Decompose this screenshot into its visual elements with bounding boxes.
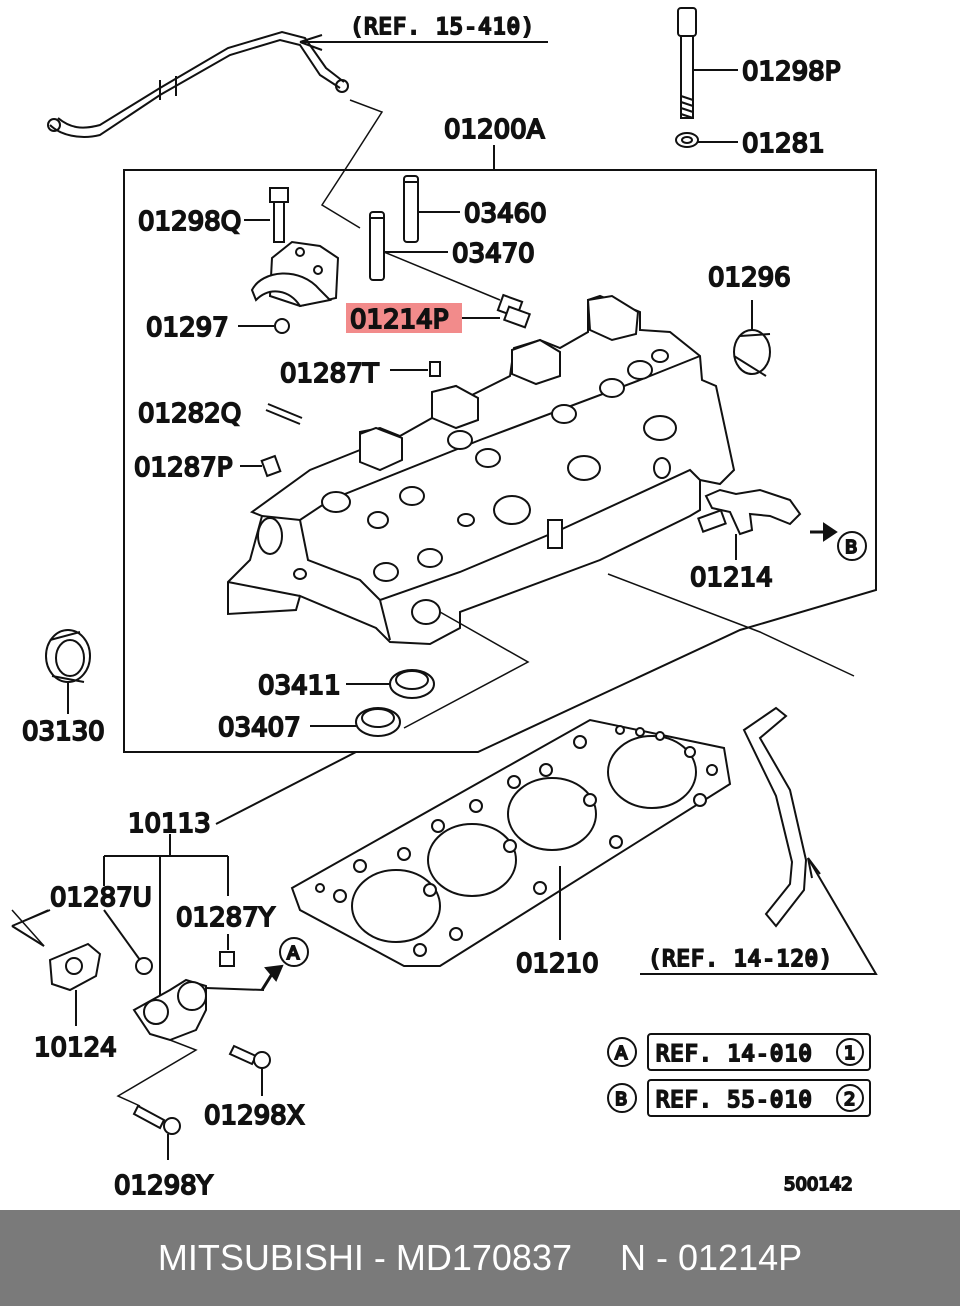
ref-14-120-label: (REF. 14-120) [648, 947, 833, 972]
cylinder-head-icon [227, 294, 736, 646]
legend-b-number: 2 [844, 1089, 855, 1110]
cylinder-head-frame [123, 169, 877, 753]
part-label-01287P: 01287P [134, 453, 232, 483]
part-label-01298Q: 01298Q [138, 207, 241, 237]
part-label-01298Y: 01298Y [114, 1171, 213, 1201]
water-outlet-icon [132, 978, 207, 1042]
plug-y-icon [219, 951, 235, 967]
seal-plug-icon [733, 329, 771, 377]
connector-fitting-icon [496, 293, 532, 329]
part-label-01287T: 01287T [280, 359, 379, 389]
oil-pipe-icon [47, 30, 349, 138]
cap-bolt-icon [269, 187, 289, 243]
part-label-01298X: 01298X [204, 1101, 305, 1131]
plug-icon [429, 361, 441, 377]
marker-a-circle [279, 937, 309, 967]
head-gasket-icon [290, 718, 732, 967]
part-label-03130: 03130 [22, 717, 105, 747]
camshaft-cap-icon [250, 240, 340, 308]
footer-part-number: MD170837 [395, 1237, 572, 1278]
diagram-code: 500142 [784, 1174, 853, 1195]
parts-diagram: (REF. 15-410) 01298P 01281 01200A 03460 … [11, 7, 878, 1202]
part-label-01298P: 01298P [742, 57, 840, 87]
part-label-01296: 01296 [708, 263, 791, 293]
legend-a-circle [607, 1037, 637, 1067]
footer-brand: MITSUBISHI [157, 1237, 364, 1278]
marker-b-label: B [845, 537, 857, 558]
legend-b-letter: B [615, 1089, 627, 1110]
part-label-10124: 10124 [34, 1033, 117, 1063]
legend-b-box [647, 1079, 871, 1117]
washer-icon [675, 132, 699, 148]
legend-b-circle [607, 1083, 637, 1113]
part-label-01210: 01210 [516, 949, 599, 979]
footer-n-label: N [620, 1237, 646, 1278]
plug-p-icon [260, 454, 282, 478]
legend-a-number: 1 [844, 1043, 855, 1064]
marker-a-label: A [287, 943, 300, 964]
part-label-03460: 03460 [464, 199, 547, 229]
stud-bolt-icon [265, 403, 303, 425]
oil-seal-icon [45, 629, 91, 683]
bolt-y-icon [132, 1104, 181, 1135]
marker-b-circle [837, 531, 867, 561]
water-pipe-icon [742, 706, 808, 928]
bolt-x-icon [228, 1044, 271, 1069]
legend-b-ref: REF. 55-010 [656, 1088, 813, 1113]
part-label-03407: 03407 [218, 713, 301, 743]
water-elbow-icon [697, 488, 802, 536]
footer-separator-1: - [363, 1237, 396, 1278]
part-label-01282Q: 01282Q [138, 399, 241, 429]
footer-separator-2: - [646, 1237, 678, 1278]
dowel-pin-icon [274, 318, 290, 334]
legend-a-ref: REF. 14-010 [656, 1042, 813, 1067]
valve-guide-icon [369, 175, 419, 281]
part-label-01200A: 01200A [444, 115, 545, 145]
head-bolt-icon [677, 7, 697, 119]
part-label-01214P[interactable]: 01214P [349, 304, 449, 336]
part-label-03470: 03470 [452, 239, 535, 269]
seal-ring-icon [355, 669, 435, 737]
legend-a-letter: A [615, 1043, 628, 1064]
gasket-icon [48, 942, 102, 992]
part-label-03411: 03411 [258, 671, 341, 701]
highlight-box [346, 303, 462, 333]
part-label-01214: 01214 [690, 563, 773, 593]
ref-15-410-label: (REF. 15-410) [350, 15, 535, 40]
part-label-01297: 01297 [146, 313, 229, 343]
footer-part-code: 01214P [678, 1237, 803, 1278]
plug-u-icon [135, 957, 153, 975]
part-label-01287Y: 01287Y [176, 903, 275, 933]
part-label-01281: 01281 [742, 129, 825, 159]
part-label-01287U: 01287U [50, 883, 152, 913]
footer-bar: MITSUBISHI - MD170837 N - 01214P [0, 1210, 960, 1306]
legend-a-box [647, 1033, 871, 1071]
